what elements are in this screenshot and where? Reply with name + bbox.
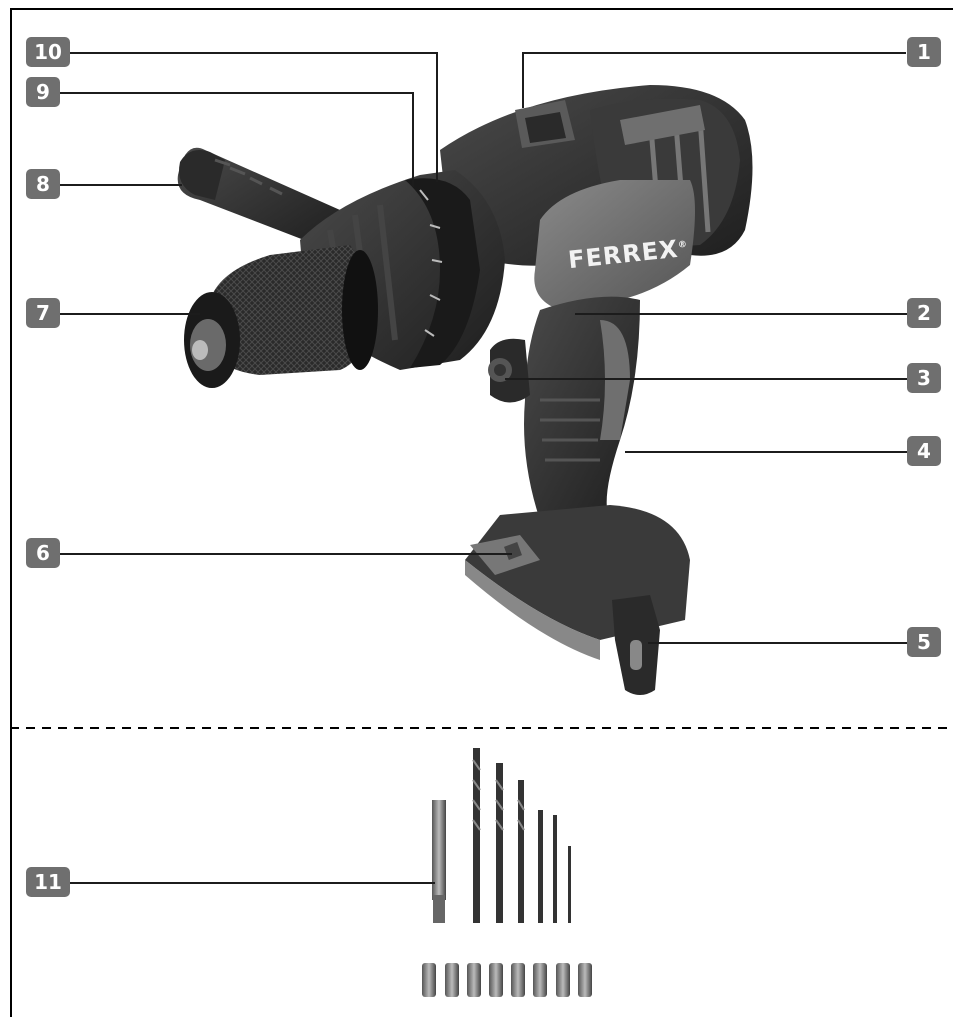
- callout-3: 3: [907, 363, 941, 393]
- callout-8: 8: [26, 169, 60, 199]
- callout-4: 4: [907, 436, 941, 466]
- callout-1: 1: [907, 37, 941, 67]
- callout-9: 9: [26, 77, 60, 107]
- leader-2: [575, 313, 907, 315]
- leader-9-vertical: [412, 92, 414, 187]
- callout-5: 5: [907, 627, 941, 657]
- leader-6: [60, 553, 512, 555]
- frame-top: [10, 8, 953, 10]
- side-handle: [177, 147, 340, 250]
- bit-holder: [432, 800, 446, 923]
- leader-1-vertical: [522, 52, 524, 108]
- callout-2: 2: [907, 298, 941, 328]
- grey-panel: [534, 180, 695, 310]
- leader-1: [522, 52, 906, 54]
- leader-3: [505, 378, 907, 380]
- callout-10: 10: [26, 37, 70, 67]
- callout-11: 11: [26, 867, 70, 897]
- leader-11: [70, 882, 435, 884]
- callout-6: 6: [26, 538, 60, 568]
- frame-left: [10, 8, 12, 1017]
- leader-9: [60, 92, 414, 94]
- grip: [488, 296, 640, 520]
- leader-10-vertical: [436, 52, 438, 182]
- leader-10: [70, 52, 438, 54]
- leader-8: [60, 184, 182, 186]
- screwdriver-bits: [422, 963, 592, 997]
- chuck: [184, 245, 378, 388]
- brand-registered-mark: ®: [677, 239, 689, 251]
- drill-bits: [472, 748, 571, 923]
- belt-clip: [612, 595, 660, 695]
- leader-7: [60, 313, 200, 315]
- leader-4: [625, 451, 907, 453]
- callout-7: 7: [26, 298, 60, 328]
- leader-5: [648, 642, 907, 644]
